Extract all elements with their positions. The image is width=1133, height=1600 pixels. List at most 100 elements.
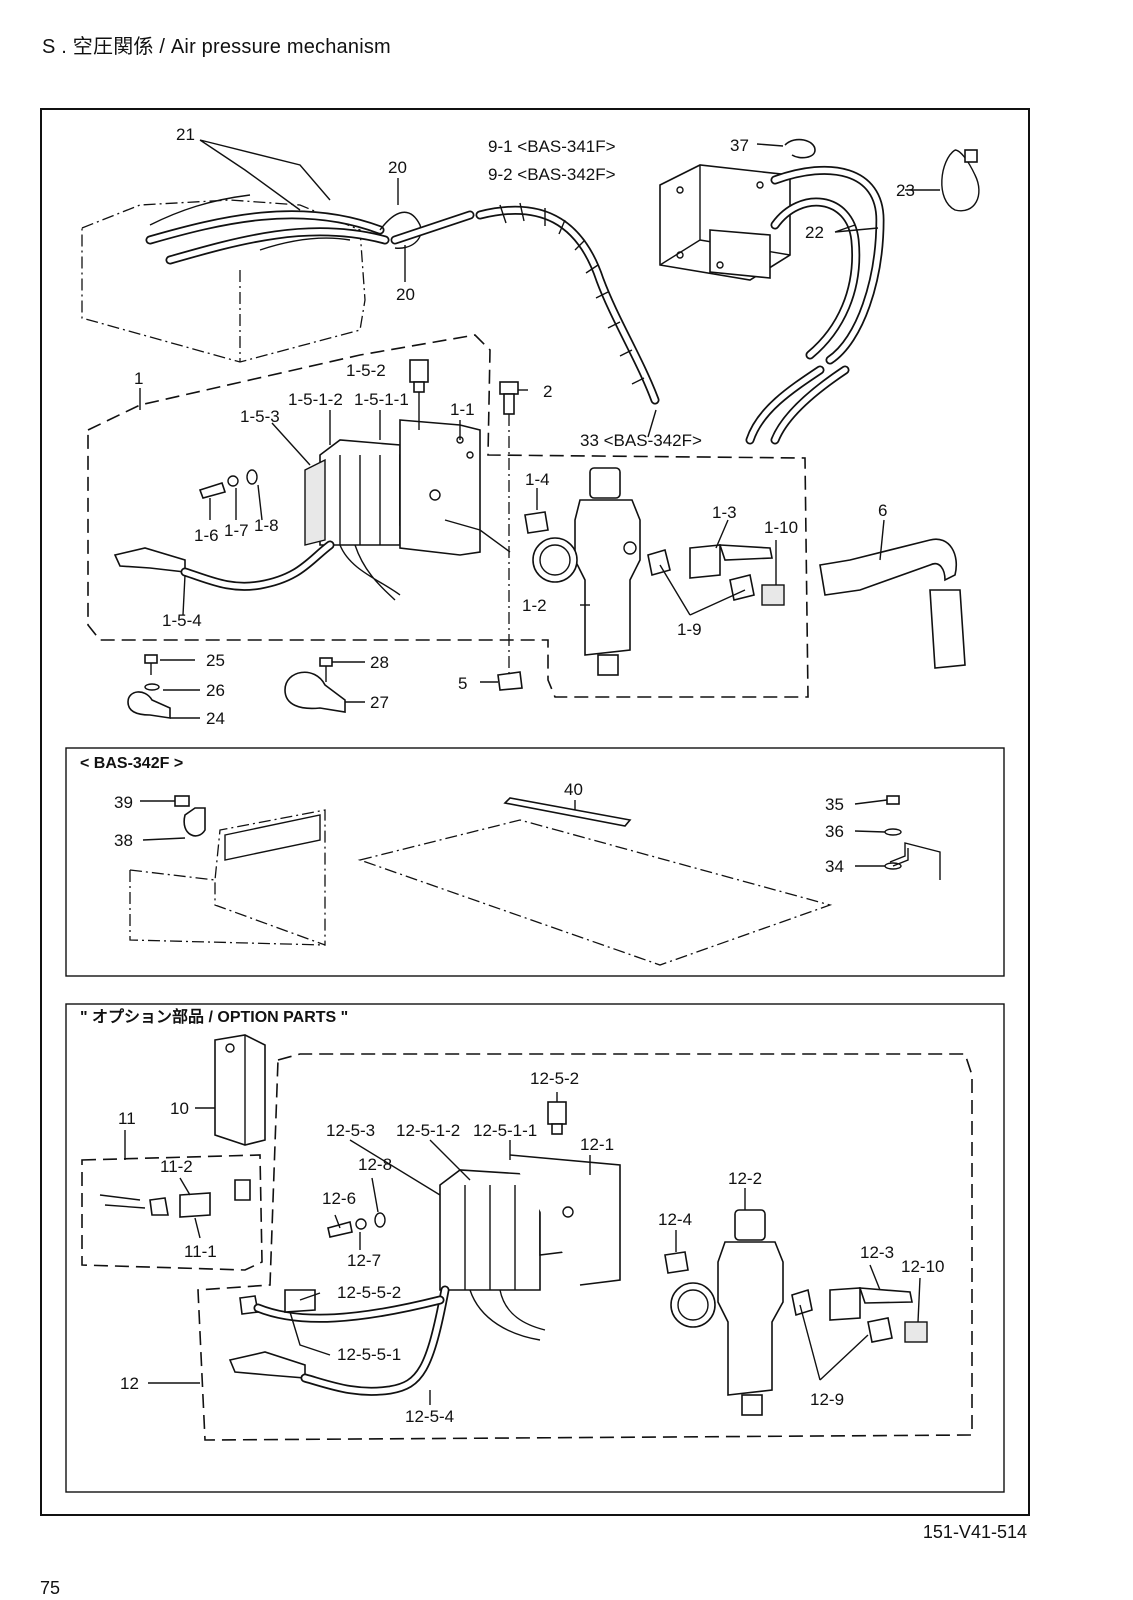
label-12: 12 (120, 1374, 139, 1393)
label-10: 10 (170, 1099, 189, 1118)
label-9-1: 9-1 <BAS-341F> (488, 137, 616, 156)
label-12-4: 12-4 (658, 1210, 692, 1229)
label-12-7: 12-7 (347, 1251, 381, 1270)
label-12-3: 12-3 (860, 1243, 894, 1262)
label-1-5-3: 1-5-3 (240, 407, 280, 426)
section-title-option-parts: " オプション部品 / OPTION PARTS " (80, 1007, 348, 1026)
air-cylinder (659, 164, 791, 281)
label-12-5-1-2: 12-5-1-2 (396, 1121, 460, 1140)
label-26: 26 (206, 681, 225, 700)
label-12-5-5-1: 12-5-5-1 (337, 1345, 401, 1364)
label-35: 35 (825, 795, 844, 814)
drawing-code: 151-V41-514 (922, 1522, 1027, 1542)
air-tubes (745, 165, 885, 445)
label-22: 22 (805, 223, 824, 242)
label-5: 5 (458, 674, 467, 693)
label-12-10: 12-10 (901, 1257, 944, 1276)
cable-tie (941, 149, 980, 212)
valve-cable-12 (228, 1285, 546, 1396)
valve-screw (409, 359, 429, 430)
label-12-5-2: 12-5-2 (530, 1069, 579, 1088)
label-1-6: 1-6 (194, 526, 219, 545)
label-28: 28 (370, 653, 389, 672)
fittings-12 (664, 1251, 928, 1343)
bracket-plate (129, 809, 326, 946)
bas342f-section-box (65, 747, 1005, 977)
cord-clamp-small (127, 654, 171, 719)
label-25: 25 (206, 651, 225, 670)
label-23: 23 (896, 181, 915, 200)
fittings (524, 511, 785, 606)
label-1-8: 1-8 (254, 516, 279, 535)
rubber-strip (503, 797, 632, 827)
label-40: 40 (564, 780, 583, 799)
label-1-1: 1-1 (450, 400, 475, 419)
label-12-1: 12-1 (580, 1135, 614, 1154)
label-11: 11 (118, 1109, 136, 1128)
label-9-2: 9-2 <BAS-342F> (488, 165, 616, 184)
label-1-4: 1-4 (525, 470, 550, 489)
spiral-hose (475, 202, 660, 405)
part-labels: 21 20 20 9-1 <BAS-341F> 9-2 <BAS-342F> 3… (80, 125, 944, 1426)
option-parts-section-box (65, 1003, 1005, 1493)
label-12-5-1-1: 12-5-1-1 (473, 1121, 537, 1140)
cable-bundle (145, 210, 475, 265)
label-1-5-1-1: 1-5-1-1 (354, 390, 409, 409)
label-20-top: 20 (388, 158, 407, 177)
label-12-6: 12-6 (322, 1189, 356, 1208)
label-1-10: 1-10 (764, 518, 798, 537)
label-1: 1 (134, 369, 143, 388)
label-12-8: 12-8 (358, 1155, 392, 1174)
label-12-9: 12-9 (810, 1390, 844, 1409)
label-1-2: 1-2 (522, 596, 547, 615)
label-21: 21 (176, 125, 195, 144)
label-1-5-1-2: 1-5-1-2 (288, 390, 343, 409)
air-inlet-hose (819, 538, 966, 669)
filter-regulator-12 (670, 1209, 784, 1416)
assembly-12-outline (197, 1053, 973, 1441)
l-bracket-34 (884, 795, 941, 880)
label-37: 37 (730, 136, 749, 155)
label-12-5-3: 12-5-3 (326, 1121, 375, 1140)
cord-clamp-large (284, 657, 346, 713)
screw-washer-set-12 (327, 1212, 386, 1238)
section-title-bas342f: < BAS-342F > (80, 755, 183, 772)
page-title: S . 空圧関係 / Air pressure mechanism (42, 36, 391, 58)
screw-washer-set (198, 469, 258, 499)
label-24: 24 (206, 709, 225, 728)
label-33: 33 <BAS-342F> (580, 431, 702, 450)
label-1-5-2: 1-5-2 (346, 361, 386, 380)
valve-cable (113, 540, 401, 601)
label-6: 6 (878, 501, 887, 520)
label-2: 2 (543, 382, 552, 401)
label-11-1: 11-1 (184, 1242, 217, 1261)
tube-clamp (784, 138, 816, 159)
label-11-2: 11-2 (160, 1157, 193, 1176)
label-20-bottom: 20 (396, 285, 415, 304)
label-27: 27 (370, 693, 389, 712)
assembly-1-outline (87, 334, 809, 698)
label-1-7: 1-7 (224, 521, 249, 540)
label-12-5-4: 12-5-4 (405, 1407, 454, 1426)
base-plate (357, 819, 833, 966)
assembly-11-outline (81, 1154, 263, 1271)
label-1-3: 1-3 (712, 503, 737, 522)
label-34: 34 (825, 857, 844, 876)
label-12-2: 12-2 (728, 1169, 762, 1188)
clip-38 (174, 795, 206, 837)
harness-11 (99, 1179, 251, 1218)
label-39: 39 (114, 793, 133, 812)
leader-lines (124, 139, 940, 1405)
screw-12-5-2 (547, 1101, 567, 1135)
page-number: 75 (40, 1578, 61, 1598)
label-36: 36 (825, 822, 844, 841)
solenoid-valve-10 (214, 1034, 266, 1146)
solenoid-valve-manifold-12 (439, 1154, 621, 1291)
solenoid-valve-manifold (304, 419, 511, 556)
label-38: 38 (114, 831, 133, 850)
label-12-5-5-2: 12-5-5-2 (337, 1283, 401, 1302)
label-1-9: 1-9 (677, 620, 702, 639)
bolt-and-nut (497, 381, 523, 691)
filter-regulator (532, 467, 641, 676)
